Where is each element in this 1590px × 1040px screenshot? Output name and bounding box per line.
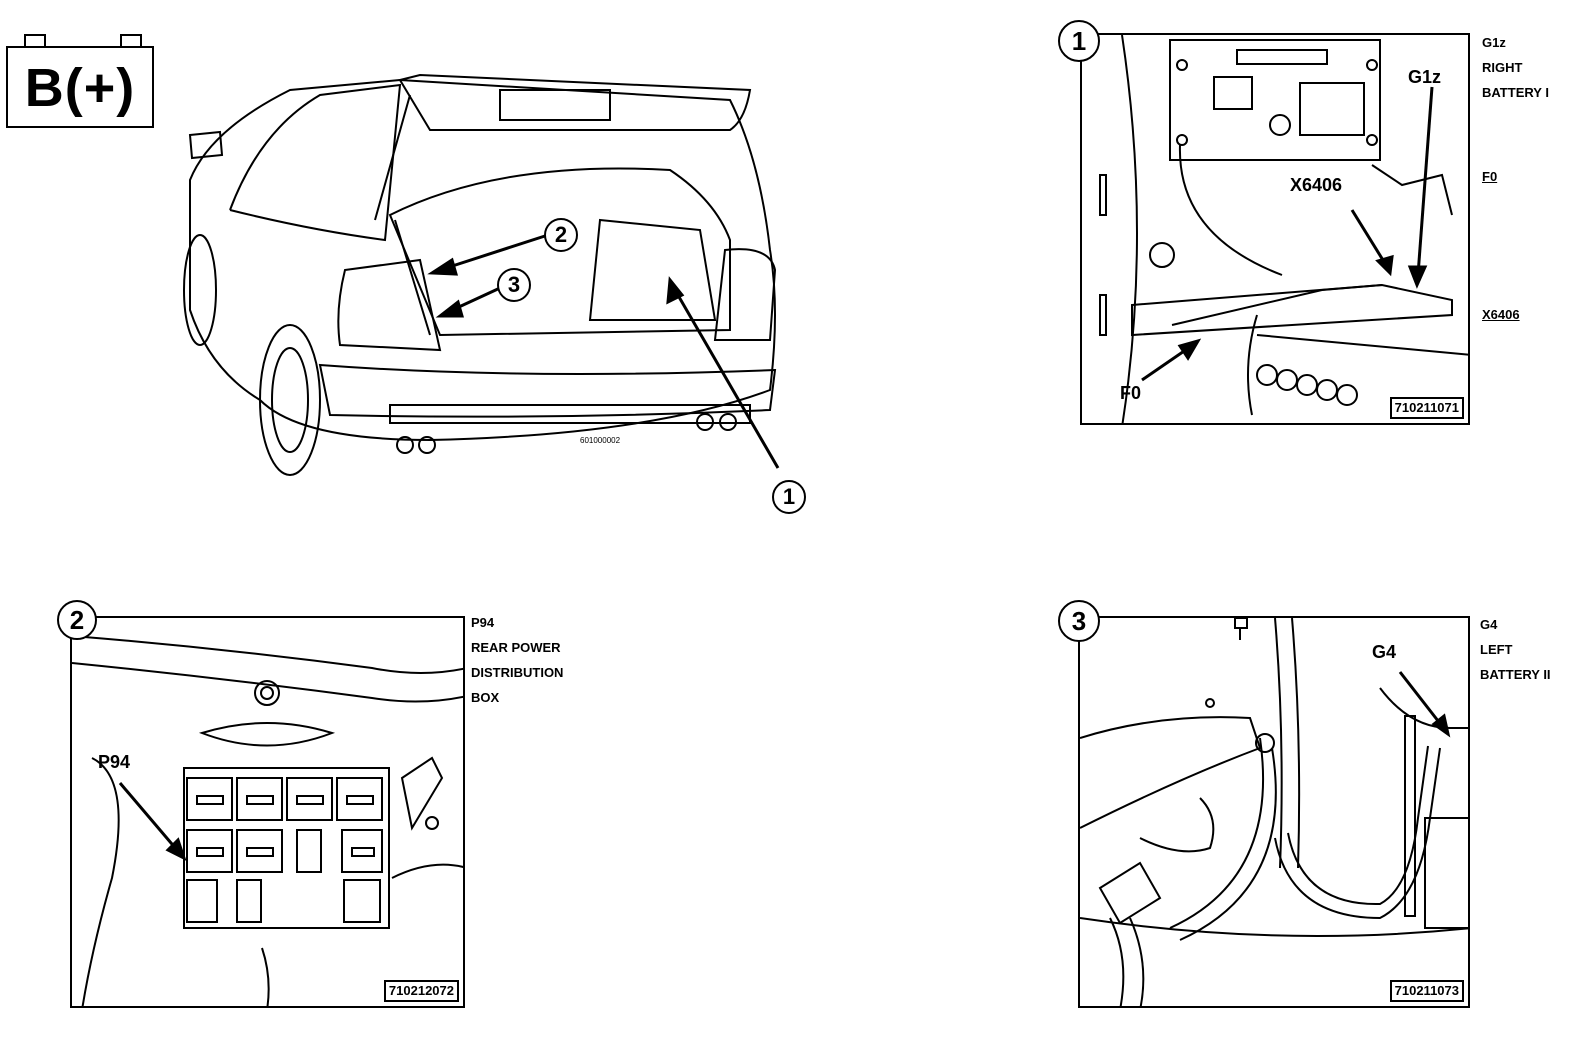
- panel-1-caption-line-1: G1z: [1482, 35, 1506, 50]
- car-callout-1: 1: [772, 480, 806, 514]
- panel-1-caption-f0: F0: [1482, 169, 1498, 184]
- panel-1-label-f0: F0: [1120, 383, 1142, 403]
- panel-3-caption-line-2: LEFT: [1480, 642, 1513, 657]
- panel-1-caption-x6406: X6406: [1482, 307, 1520, 322]
- panel-3-image-code: 710211073: [1389, 980, 1464, 1002]
- panel-1-image-code: 710211071: [1389, 397, 1464, 419]
- car-callout-2: 2: [544, 218, 578, 252]
- car-rear-view: 2 3 1 601000002: [170, 70, 830, 530]
- panel-2-caption-line-2: REAR POWER: [471, 640, 561, 655]
- battery-symbol: B(+): [6, 34, 156, 130]
- panel-1-caption-line-2: RIGHT: [1482, 60, 1523, 75]
- panel-3-illustration: [1080, 618, 1468, 1006]
- panel-2-illustration: [72, 635, 463, 1006]
- detail-panel-1: G1z X6406 F0 710211071: [1080, 33, 1470, 425]
- panel-3-caption: G4 LEFT BATTERY II: [1480, 612, 1551, 687]
- panel-2-caption: P94 REAR POWER DISTRIBUTION BOX: [471, 610, 563, 710]
- car-image-code: 601000002: [580, 436, 621, 445]
- battery-terminal-right: [120, 34, 142, 46]
- panel-1-label-g1z: G1z: [1408, 67, 1442, 87]
- panel-2-caption-line-3: DISTRIBUTION: [471, 665, 564, 680]
- panel-2-label-p94: P94: [98, 752, 131, 772]
- panel-3-caption-line-1: G4: [1480, 617, 1498, 632]
- panel-2-image-code: 710212072: [383, 980, 459, 1002]
- panel-3-caption-line-3: BATTERY II: [1480, 667, 1551, 682]
- panel-3-number: 3: [1058, 600, 1100, 642]
- detail-panel-2: P94 710212072: [70, 616, 465, 1008]
- car-illustration: [183, 73, 780, 476]
- battery-terminal-left: [24, 34, 46, 46]
- panel-1-label-x6406: X6406: [1290, 175, 1343, 195]
- panel-1-caption-line-3: BATTERY I: [1482, 85, 1549, 100]
- panel-3-label-g4: G4: [1372, 642, 1397, 662]
- panel-1-caption: G1z RIGHT BATTERY I: [1482, 30, 1549, 105]
- panel-2-number: 2: [57, 600, 97, 640]
- detail-panel-3: G4 710211073: [1078, 616, 1470, 1008]
- panel-1-illustration: [1099, 35, 1468, 423]
- panel-1-number: 1: [1058, 20, 1100, 62]
- panel-2-caption-line-1: P94: [471, 615, 495, 630]
- panel-2-caption-line-4: BOX: [471, 690, 500, 705]
- car-callout-3: 3: [497, 268, 531, 302]
- battery-label: B(+): [24, 58, 136, 118]
- battery-body: [6, 46, 154, 128]
